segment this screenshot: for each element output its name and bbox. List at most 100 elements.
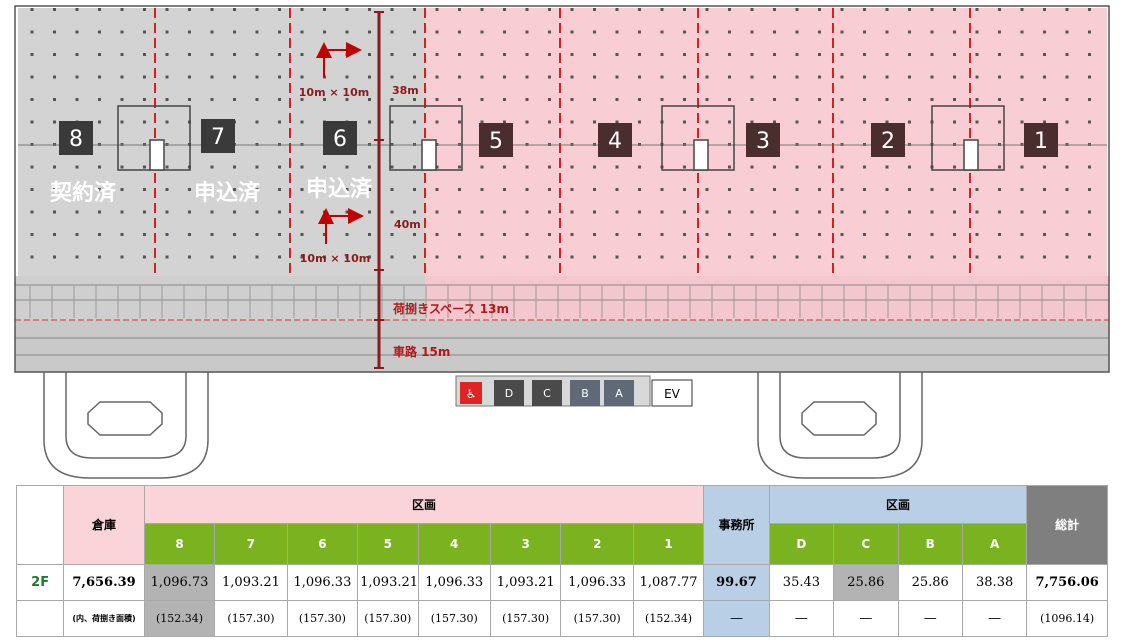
col-header-D: D — [768, 523, 835, 565]
section-number-7: 7 — [211, 125, 225, 150]
loading-area-2: (157.30) — [560, 599, 634, 638]
loading-area-1: (152.34) — [632, 599, 705, 638]
section-block-4 — [598, 123, 632, 157]
grand-loading-total: (1096.14) — [1026, 599, 1108, 638]
area-3: 1,093.21 — [489, 563, 562, 601]
area-2: 1,096.33 — [560, 563, 634, 601]
loading-space-label: 荷捌きスペース 13m — [392, 301, 509, 316]
section-block-5 — [479, 123, 513, 157]
section-number-5: 5 — [489, 129, 503, 154]
status-label-6: 申込済 — [306, 176, 373, 202]
area-1: 1,087.77 — [632, 563, 705, 601]
area-4: 1,096.33 — [417, 563, 491, 601]
col-header-1: 1 — [632, 523, 705, 565]
dock-bays — [15, 284, 1109, 301]
dimension-line — [374, 11, 384, 369]
office-block-A — [604, 380, 634, 406]
loading-area-8: (152.34) — [143, 599, 216, 638]
restroom-icon — [460, 382, 482, 404]
status-label-7: 申込済 — [194, 180, 261, 206]
office-area-A: 38.38 — [961, 563, 1028, 601]
section-number-4: 4 — [608, 129, 622, 154]
office-header: 事務所 — [703, 485, 770, 565]
area-7: 1,093.21 — [214, 563, 288, 601]
col-header-6: 6 — [286, 523, 359, 565]
svg-text:♿: ♿ — [466, 387, 477, 401]
section-block-1 — [1024, 123, 1058, 157]
elevator-label: EV — [664, 387, 681, 401]
section-number-8: 8 — [69, 127, 83, 152]
section-block-2 — [871, 123, 905, 157]
office-total: 99.67 — [703, 563, 770, 601]
road-area — [15, 320, 1109, 372]
office-area-B: 25.86 — [897, 563, 963, 601]
office-label-B: B — [581, 387, 589, 400]
loading-area-4: (157.30) — [417, 599, 491, 638]
road-label: 車路 15m — [393, 344, 450, 359]
loading-area-label: (内、荷捌き面積) — [63, 599, 145, 638]
floor-plan: 8 7 6 5 4 3 2 1 契約済 申込済 申込済 10m × 10m 10m × 10m… — [14, 5, 1110, 479]
office-block-B — [570, 380, 600, 406]
status-label-8: 契約済 — [49, 180, 117, 206]
col-header-4: 4 — [417, 523, 491, 565]
col-header-5: 5 — [357, 523, 419, 565]
grid-size-label-bottom: 10m × 10m — [300, 252, 370, 265]
warehouse-section-header: 区画 — [143, 484, 705, 525]
area-6: 1,096.33 — [286, 563, 359, 601]
total-header: 総計 — [1026, 485, 1108, 565]
office-section-header: 区画 — [768, 484, 1028, 525]
office-area-D: 35.43 — [768, 563, 835, 601]
vehicle-ramps — [43, 372, 923, 479]
col-header-7: 7 — [214, 523, 288, 565]
office-loading-total: — — [703, 599, 770, 638]
warehouse-header: 倉庫 — [63, 485, 145, 565]
building-outline — [14, 5, 1110, 373]
grid-size-label-top: 10m × 10m — [299, 86, 369, 99]
loading-area-6: (157.30) — [286, 599, 359, 638]
grid-arrow-top — [316, 42, 362, 77]
section-block-8 — [59, 121, 93, 155]
section-block-6 — [323, 121, 357, 155]
office-label-C: C — [543, 387, 551, 400]
column-grid-dots — [18, 8, 1107, 276]
col-header-2: 2 — [560, 523, 634, 565]
section-block-3 — [746, 123, 780, 157]
office-label-A: A — [615, 387, 623, 400]
loading-space-right — [425, 276, 1109, 320]
loading-area-5: (157.30) — [357, 599, 419, 638]
stair-cores — [117, 105, 1005, 171]
office-label-D: D — [505, 387, 513, 400]
floor-label: 2F — [15, 563, 65, 601]
office-block-D — [494, 380, 524, 406]
office-loading-D: — — [768, 599, 835, 638]
grid-arrow-bottom — [318, 208, 364, 244]
corner-cell — [15, 485, 65, 565]
col-header-A: A — [961, 523, 1028, 565]
elevator-box — [651, 379, 693, 407]
dim-label-40m: 40m — [394, 218, 421, 231]
loading-space-left — [15, 276, 425, 320]
col-header-C: C — [833, 523, 899, 565]
section-number-2: 2 — [881, 129, 895, 154]
area-table: 倉庫 区画 事務所 区画 総計 8 7 6 5 4 3 2 1 D C B A … — [15, 484, 1108, 638]
section-number-3: 3 — [756, 129, 770, 154]
col-header-3: 3 — [489, 523, 562, 565]
office-loading-B: — — [897, 599, 963, 638]
section-number-6: 6 — [333, 127, 347, 152]
office-block-C — [532, 380, 562, 406]
office-loading-A: — — [961, 599, 1028, 638]
grand-total: 7,756.06 — [1026, 563, 1108, 601]
office-area-C: 25.86 — [833, 563, 899, 601]
col-header-8: 8 — [143, 523, 216, 565]
loading-area-7: (157.30) — [214, 599, 288, 638]
section-number-1: 1 — [1034, 129, 1048, 154]
area-5: 1,093.21 — [357, 563, 419, 601]
section-block-7 — [201, 119, 235, 153]
col-header-B: B — [897, 523, 963, 565]
loading-area-3: (157.30) — [489, 599, 562, 638]
dim-label-38m: 38m — [392, 84, 419, 97]
area-8: 1,096.73 — [143, 563, 216, 601]
office-loading-C: — — [833, 599, 899, 638]
warehouse-total: 7,656.39 — [63, 563, 145, 601]
sub-corner — [15, 599, 65, 638]
